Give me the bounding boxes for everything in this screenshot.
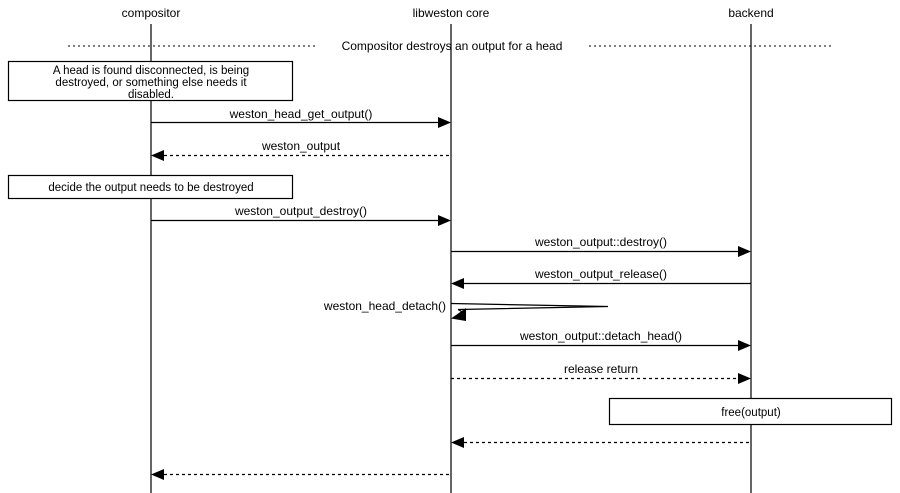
msg-weston-head-get-output: weston_head_get_output() [151, 107, 451, 128]
msg-weston-output-detach-head: weston_output::detach_head() [451, 329, 751, 351]
note-head-disconnected-line-3: disabled. [128, 89, 174, 101]
msg-weston-output-release-arrowhead [451, 278, 464, 289]
msg-weston-output-release: weston_output_release() [451, 267, 751, 289]
msg-weston-output-destroy-vfunc-arrowhead [738, 246, 751, 257]
note-free-output-box [608, 397, 893, 426]
note-free-output-line-1: free(output) [721, 407, 781, 419]
note-head-disconnected-box [7, 60, 294, 102]
msg-weston-output-destroy: weston_output_destroy() [151, 204, 451, 226]
diagram-title: Compositor destroys an output for a head [342, 39, 563, 53]
note-head-disconnected-line-1: A head is found disconnected, is being [53, 65, 249, 77]
diagram-title-divider: Compositor destroys an output for a head [68, 39, 832, 53]
msg-weston-head-detach-loop [450, 302, 609, 311]
msg-weston-output-release-label: weston_output_release() [534, 267, 667, 281]
note-head-disconnected: A head is found disconnected, is being d… [7, 60, 294, 102]
msg-weston-output-detach-head-label: weston_output::detach_head() [519, 329, 682, 343]
msg-weston-output-return: weston_output [151, 139, 451, 161]
participant-label-backend: backend [728, 6, 773, 20]
msg-backend-return [451, 437, 751, 448]
msg-weston-head-detach: weston_head_detach() [323, 299, 609, 321]
note-head-disconnected-line-2: destroyed, or something else needs it [55, 77, 247, 89]
participant-label-compositor: compositor [122, 6, 181, 20]
msg-weston-output-destroy-vfunc: weston_output::destroy() [451, 235, 751, 257]
note-decide-destroy: decide the output needs to be destroyed [7, 174, 294, 200]
note-decide-destroy-box [7, 174, 294, 200]
note-free-output: free(output) [608, 397, 893, 426]
participant-label-libweston-core: libweston core [413, 6, 490, 20]
msg-weston-output-detach-head-arrowhead [738, 340, 751, 351]
msg-release-return-label: release return [564, 362, 638, 376]
msg-weston-output-return-arrowhead [151, 150, 164, 161]
msg-core-return-arrowhead [151, 469, 164, 480]
msg-release-return: release return [451, 362, 751, 384]
msg-weston-output-return-label: weston_output [261, 139, 341, 153]
msg-weston-output-destroy-label: weston_output_destroy() [234, 204, 367, 218]
msg-weston-head-detach-label: weston_head_detach() [323, 299, 446, 313]
note-decide-destroy-line-1: decide the output needs to be destroyed [48, 182, 253, 194]
msg-core-return [151, 469, 451, 480]
msg-backend-return-arrowhead [451, 437, 464, 448]
msg-release-return-arrowhead [738, 373, 751, 384]
participant-headers: compositor libweston core backend [122, 6, 774, 20]
msg-weston-output-destroy-vfunc-label: weston_output::destroy() [534, 235, 667, 249]
msg-weston-head-detach-tail [457, 308, 467, 315]
msg-weston-head-get-output-label: weston_head_get_output() [229, 107, 373, 121]
msg-weston-head-get-output-arrowhead [438, 117, 451, 128]
msg-weston-output-destroy-arrowhead [438, 215, 451, 226]
